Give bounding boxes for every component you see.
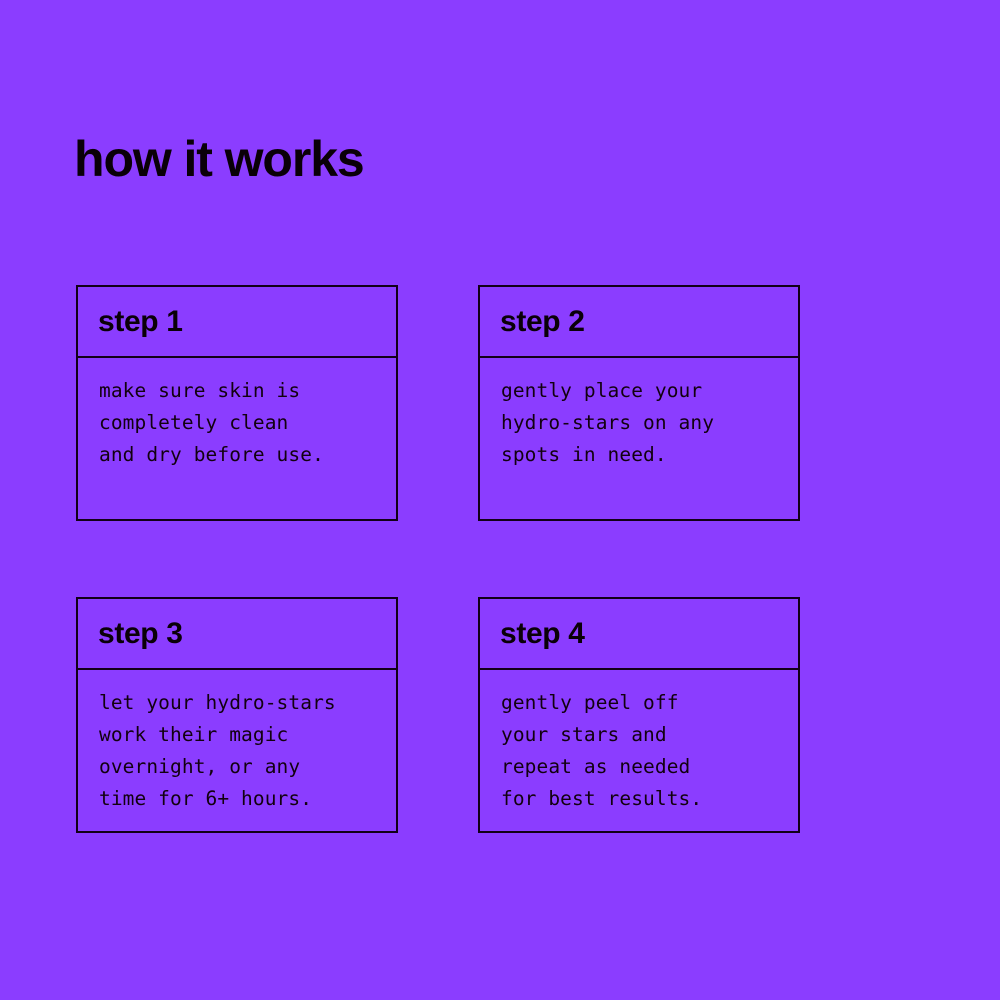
step-card-4-text: gently peel off your stars and repeat as… (501, 691, 703, 810)
steps-grid: step 1 make sure skin is completely clea… (76, 285, 800, 833)
step-card-4-header: step 4 (480, 599, 798, 670)
page-title: how it works (74, 130, 365, 187)
step-card-1-text: make sure skin is completely clean and d… (99, 379, 324, 466)
step-card-4-title: step 4 (500, 616, 585, 650)
step-card-3-text: let your hydro-stars work their magic ov… (99, 691, 336, 810)
step-card-2-title: step 2 (500, 304, 585, 338)
step-card-2-text: gently place your hydro-stars on any spo… (501, 379, 715, 466)
step-card-3-header: step 3 (78, 599, 396, 670)
step-card-3: step 3 let your hydro-stars work their m… (76, 597, 398, 833)
step-card-4: step 4 gently peel off your stars and re… (478, 597, 800, 833)
step-card-1: step 1 make sure skin is completely clea… (76, 285, 398, 521)
step-card-1-body: make sure skin is completely clean and d… (78, 358, 396, 519)
step-card-4-body: gently peel off your stars and repeat as… (480, 670, 798, 831)
step-card-1-title: step 1 (98, 304, 183, 338)
step-card-2-body: gently place your hydro-stars on any spo… (480, 358, 798, 519)
step-card-3-body: let your hydro-stars work their magic ov… (78, 670, 396, 831)
step-card-1-header: step 1 (78, 287, 396, 358)
step-card-2: step 2 gently place your hydro-stars on … (478, 285, 800, 521)
step-card-2-header: step 2 (480, 287, 798, 358)
step-card-3-title: step 3 (98, 616, 183, 650)
